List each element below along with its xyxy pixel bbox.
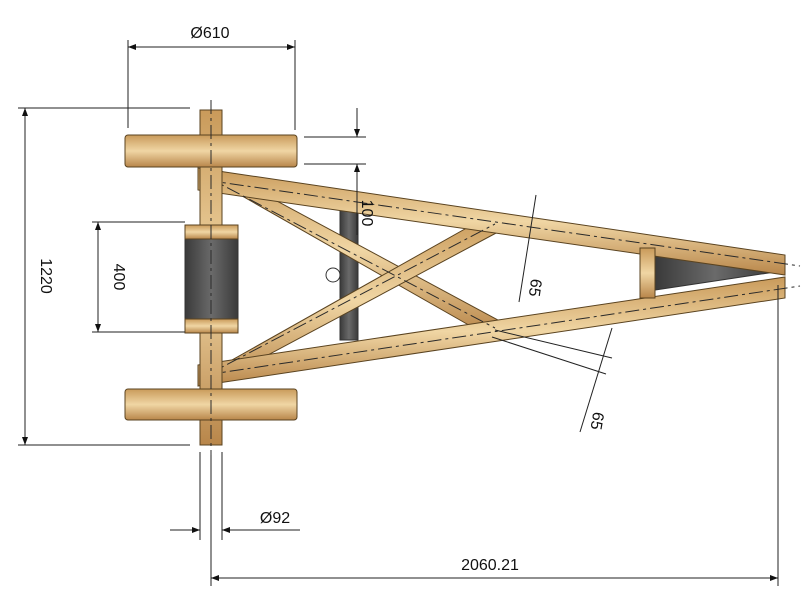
dim-drum-length: 400	[92, 221, 185, 333]
drum-length-label: 400	[110, 264, 127, 291]
dim-overall-length: 2060.21	[210, 285, 779, 586]
dim-tube-width: 100	[304, 108, 375, 235]
dim-wheel-diameter: Ø610	[127, 25, 296, 130]
axle-diameter-label: Ø92	[260, 510, 290, 527]
bottom-beam	[197, 276, 786, 387]
overall-length-label: 2060.21	[461, 557, 519, 574]
frame	[124, 100, 801, 455]
diag-bottom-label: 65	[586, 411, 606, 432]
wheel-diameter-label: Ø610	[190, 25, 229, 42]
dim-diagonal-top: 65	[518, 194, 544, 303]
dim-diagonal-bottom: 65	[491, 327, 613, 433]
tube-width-label: 100	[358, 200, 375, 227]
dim-track-width: 1220	[18, 107, 190, 446]
dark-post	[339, 204, 359, 341]
dim-axle-diameter: Ø92	[170, 452, 300, 540]
track-width-label: 1220	[37, 258, 54, 294]
top-beam	[197, 167, 786, 276]
diag-top-label: 65	[525, 278, 544, 298]
rear-strut	[639, 247, 656, 299]
